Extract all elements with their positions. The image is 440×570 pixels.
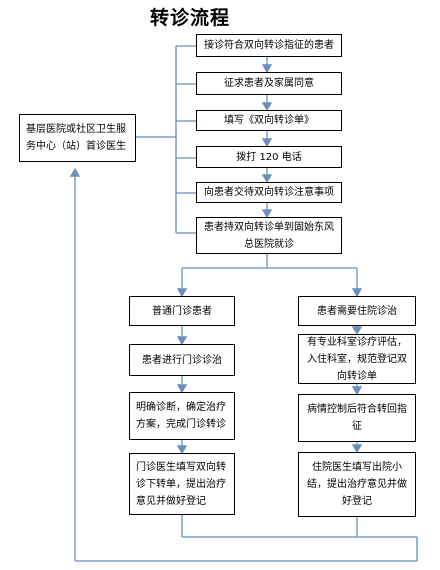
- inpatient-box-4: 住院医生填写出院小结，提出治疗意见并做好登记: [298, 452, 416, 517]
- step-box-5: 向患者交待双向转诊注意事项: [196, 182, 342, 203]
- step-box-3: 填写《双向转诊单》: [196, 110, 342, 131]
- start-box-label: 基层医院或社区卫生服务中心（站）首诊医生: [26, 124, 126, 152]
- inpatient-box-2: 有专业科室诊疗评估，入住科室，规范登记双向转诊单: [298, 334, 416, 384]
- inpatient-box-3: 病情控制后符合转回指征: [298, 394, 416, 442]
- outpatient-box-2: 患者进行门诊诊治: [129, 344, 235, 376]
- start-box: 基层医院或社区卫生服务中心（站）首诊医生: [19, 114, 136, 162]
- page-title: 转诊流程: [150, 7, 231, 29]
- step-box-4: 拨打 120 电话: [196, 146, 342, 168]
- outpatient-box-3: 明确诊断，确定治疗方案，完成门诊转诊: [129, 392, 235, 440]
- step-box-6: 患者持双向转诊单到固始东风总医院就诊: [196, 217, 342, 254]
- step-box-2: 征求患者及家属同意: [196, 72, 342, 95]
- step-box-1: 接诊符合双向转诊指征的患者: [196, 34, 342, 57]
- inpatient-box-1: 患者需要住院诊治: [298, 296, 416, 326]
- outpatient-box-1: 普通门诊患者: [129, 296, 235, 326]
- outpatient-box-4: 门诊医生填写双向转诊下转单，提出治疗意见并做好登记: [129, 453, 235, 515]
